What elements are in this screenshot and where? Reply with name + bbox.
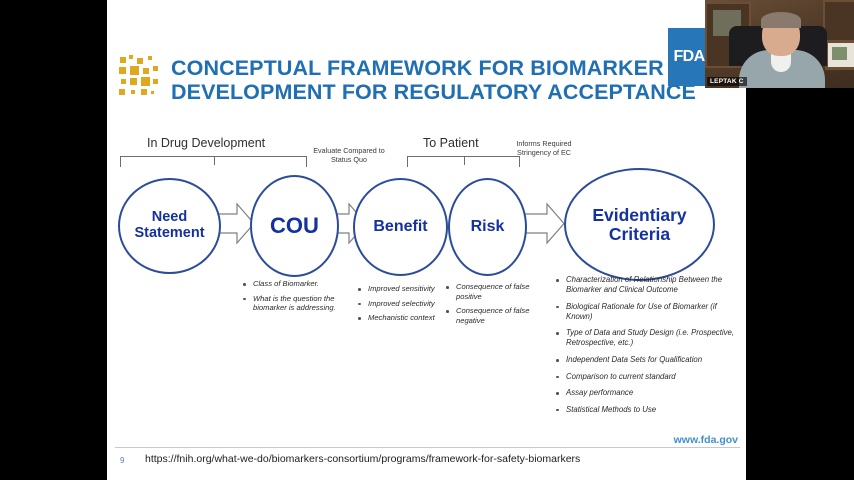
list-item: Consequence of false negative [445,306,537,325]
list-item: Characterization of Relationship Between… [555,275,737,295]
node-benefit: Benefit [353,178,448,276]
list-item: Mechanistic context [357,313,435,323]
presentation-slide: CONCEPTUAL FRAMEWORK FOR BIOMARKER DEVEL… [107,0,746,480]
node-risk: Risk [448,178,527,276]
list-item: Independent Data Sets for Qualification [555,355,737,365]
pixel-molecule-logo-icon [119,55,158,95]
webcam-participant-name: LEPTAK C [707,77,747,86]
webcam-video-tile[interactable]: LEPTAK C [705,0,854,88]
bracket-label-in-drug-development: In Drug Development [147,136,266,150]
bullet-column-cou: Class of Biomarker. What is the question … [242,279,352,318]
caption-evaluate-status-quo: Evaluate Compared to Status Quo [313,146,385,164]
list-item: Consequence of false positive [445,282,537,301]
bullet-list-cou: Class of Biomarker. What is the question … [242,279,352,313]
webcam-speaker-hair [761,12,801,28]
list-item: Assay performance [555,388,737,398]
fda-logo: FDA [668,28,710,86]
list-item: What is the question the biomarker is ad… [242,294,352,313]
node-need-statement: Need Statement [118,178,221,274]
webcam-picture-frame [825,40,854,70]
framework-diagram: In Drug Development To Patient Evaluate … [107,128,746,281]
caption-informs-stringency: Informs Required Stringency of EC [516,139,572,157]
list-item: Biological Rationale for Use of Biomarke… [555,302,737,322]
bullet-list-evidentiary-criteria: Characterization of Relationship Between… [555,275,737,415]
bracket-label-to-patient: To Patient [423,136,479,150]
bracket-to-patient [407,156,520,167]
list-item: Statistical Methods to Use [555,405,737,415]
list-item: Improved selectivity [357,299,435,309]
source-url-link[interactable]: https://fnih.org/what-we-do/biomarkers-c… [145,453,581,465]
footer-divider [115,447,740,448]
node-cou: COU [250,175,339,277]
webcam-speaker-collar [771,52,791,72]
slide-page-number: 9 [120,456,125,465]
node-evidentiary-criteria: Evidentiary Criteria [564,168,715,281]
bullet-column-evidentiary-criteria: Characterization of Relationship Between… [555,275,737,421]
fda-website-link[interactable]: www.fda.gov [673,434,738,446]
list-item: Improved sensitivity [357,284,435,294]
list-item: Type of Data and Study Design (i.e. Pros… [555,328,737,348]
flow-arrow-risk-to-evidence [521,202,565,245]
list-item: Comparison to current standard [555,372,737,382]
bracket-in-drug-development [120,156,307,167]
page-title: CONCEPTUAL FRAMEWORK FOR BIOMARKER DEVEL… [171,56,696,104]
list-item: Class of Biomarker. [242,279,352,289]
fda-logo-text: FDA [673,48,705,65]
